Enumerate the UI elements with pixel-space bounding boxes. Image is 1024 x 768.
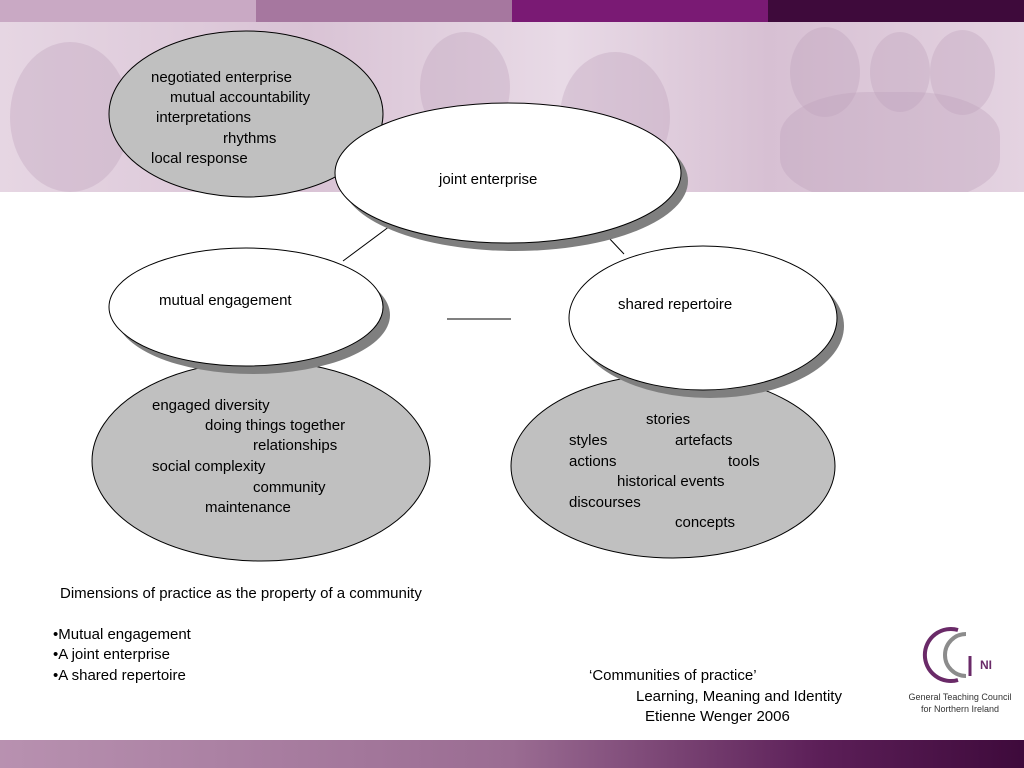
- styles-text: styles: [569, 432, 608, 449]
- bullet-shared-repertoire: •A shared repertoire: [53, 667, 186, 684]
- repertoire-items-ellipse: [510, 373, 836, 559]
- concepts-text: concepts: [675, 514, 736, 531]
- top-band-3: [512, 0, 768, 22]
- bottom-color-bar: [0, 740, 1024, 768]
- discourses-text: discourses: [569, 494, 641, 511]
- photo-figure: [790, 27, 860, 117]
- relationships-text: relationships: [253, 437, 338, 454]
- bullet-mutual-engagement: •Mutual engagement: [53, 626, 191, 643]
- doing-things-together-text: doing things together: [205, 417, 346, 434]
- gtcni-logo: NI General Teaching Council for Northern…: [900, 620, 1020, 740]
- photo-figure: [930, 30, 995, 115]
- connector-line: [342, 225, 391, 262]
- reference-author: Etienne Wenger 2006: [645, 708, 790, 725]
- caption-heading: Dimensions of practice as the property o…: [60, 585, 422, 602]
- gtcni-logo-mark: [922, 627, 972, 683]
- top-color-bar: [0, 0, 1024, 22]
- engaged-diversity-text: engaged diversity: [152, 397, 270, 414]
- rhythms-text: rhythms: [223, 130, 277, 147]
- joint-enterprise-label: joint enterprise: [439, 171, 538, 188]
- gtcni-logo-sub: NI: [980, 658, 992, 672]
- tools-text: tools: [728, 453, 760, 470]
- reference-subtitle: Learning, Meaning and Identity: [636, 688, 842, 705]
- actions-text: actions: [569, 453, 617, 470]
- stories-text: stories: [646, 411, 691, 428]
- maintenance-text: maintenance: [205, 499, 291, 516]
- negotiated-enterprise-text: negotiated enterprise: [151, 69, 292, 86]
- mutual-engagement-label: mutual engagement: [159, 292, 292, 309]
- bullet-joint-enterprise: •A joint enterprise: [53, 646, 170, 663]
- negotiated-enterprise-ellipse: [108, 30, 384, 198]
- shared-repertoire-label: shared repertoire: [618, 296, 733, 313]
- shared-repertoire-ellipse: [568, 245, 838, 391]
- photo-figure: [780, 92, 1000, 192]
- gtcni-logo-line1: General Teaching Council: [908, 692, 1012, 702]
- top-band-2: [256, 0, 512, 22]
- interpretations-text: interpretations: [156, 109, 252, 126]
- connector-line: [607, 236, 625, 255]
- historical-events-text: historical events: [617, 473, 725, 490]
- photo-figure: [870, 32, 930, 112]
- community-text: community: [253, 479, 326, 496]
- gtcni-logo-line2: for Northern Ireland: [920, 704, 1000, 714]
- mutual-accountability-text: mutual accountability: [170, 89, 311, 106]
- top-band-1: [0, 0, 256, 22]
- joint-enterprise-ellipse: [334, 102, 682, 244]
- reference-title: ‘Communities of practice’: [589, 667, 757, 684]
- social-complexity-text: social complexity: [152, 458, 266, 475]
- mutual-engagement-ellipse: [108, 247, 384, 367]
- local-response-text: local response: [151, 150, 248, 167]
- artefacts-text: artefacts: [675, 432, 733, 449]
- top-band-4: [768, 0, 1024, 22]
